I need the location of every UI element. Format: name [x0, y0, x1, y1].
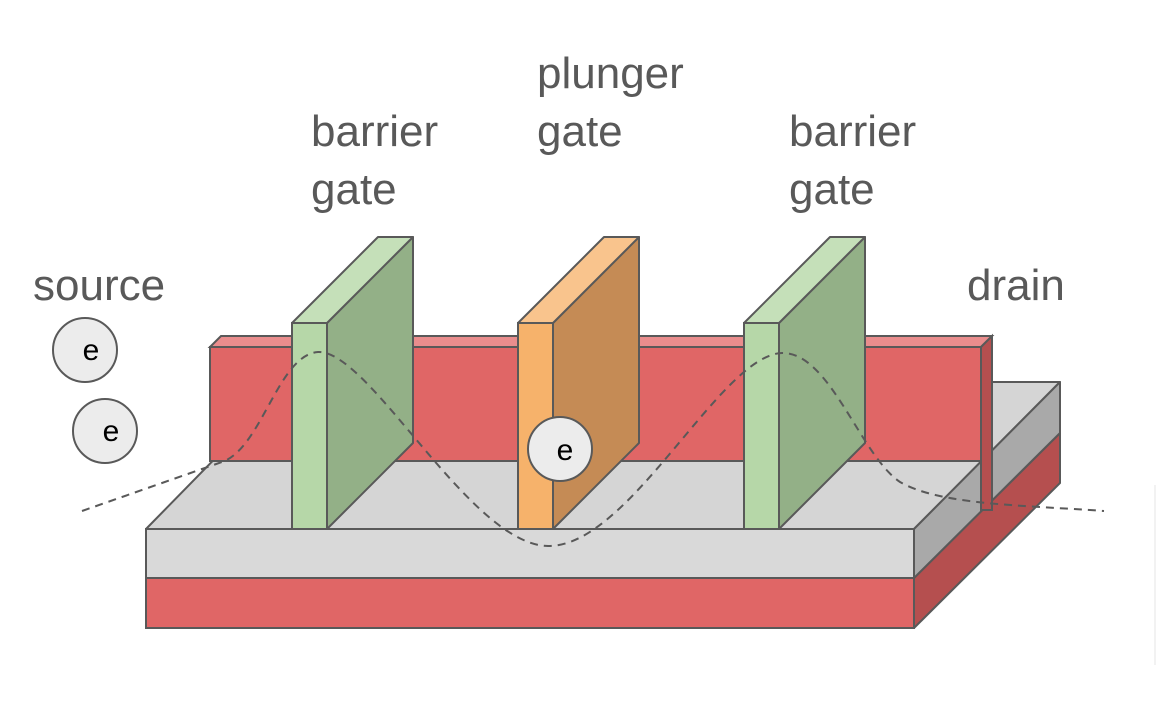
substrate-front [145, 577, 915, 629]
electron-label: e [557, 434, 574, 467]
barrier-left-label-line1: barrier [311, 107, 438, 156]
barrier-gate-right [743, 236, 866, 530]
electron-source-2: e [72, 398, 138, 464]
plunger-label-line2: gate [537, 107, 623, 156]
electron-label: e [83, 334, 100, 367]
slab-front-face [145, 528, 915, 579]
electron-source-1: e [52, 317, 118, 383]
plunger-label-line1: plunger [537, 49, 684, 98]
substrate-layer [145, 432, 1061, 629]
barrier-right-label-line2: gate [789, 165, 875, 214]
potential-energy-curve [81, 350, 1105, 548]
drain-label: drain [967, 261, 1065, 310]
barrier-gate-left [291, 236, 414, 530]
barrier-left-label-line2: gate [311, 165, 397, 214]
electron-quantum-dot: e [527, 416, 593, 482]
source-label: source [33, 261, 165, 310]
electron-label: e [103, 415, 120, 448]
barrier-right-label-line1: barrier [789, 107, 916, 156]
barrier-right-front [743, 322, 780, 530]
barrier-left-front [291, 322, 328, 530]
accumulation-block-1 [207, 335, 306, 462]
